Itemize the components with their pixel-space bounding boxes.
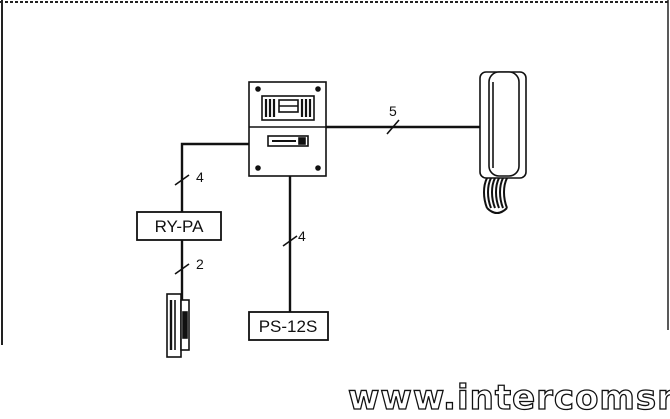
wire-count-panel-relay: 4 bbox=[196, 169, 204, 185]
slash-relay-lock bbox=[174, 263, 190, 275]
wire-count-panel-handset: 5 bbox=[389, 103, 397, 119]
wire-slashes bbox=[174, 119, 400, 275]
power-supply-label: PS-12S bbox=[259, 317, 318, 336]
door-panel-icon bbox=[248, 81, 327, 177]
handset-monitor-icon bbox=[479, 71, 527, 214]
power-supply-box: PS-12S bbox=[248, 311, 329, 341]
wire-count-panel-power: 4 bbox=[298, 228, 306, 244]
slash-panel-handset bbox=[386, 119, 400, 135]
relay-label: RY-PA bbox=[155, 217, 204, 236]
wires bbox=[180, 125, 480, 312]
slash-panel-relay bbox=[174, 174, 190, 186]
wire-panel-relay bbox=[180, 142, 249, 212]
slash-panel-power bbox=[282, 235, 298, 247]
relay-box: RY-PA bbox=[136, 211, 222, 241]
watermark-text: www.intercomsr bbox=[348, 378, 670, 418]
wire-count-relay-lock: 2 bbox=[196, 256, 204, 272]
door-lock-icon bbox=[166, 293, 190, 358]
page-border bbox=[0, 0, 670, 345]
